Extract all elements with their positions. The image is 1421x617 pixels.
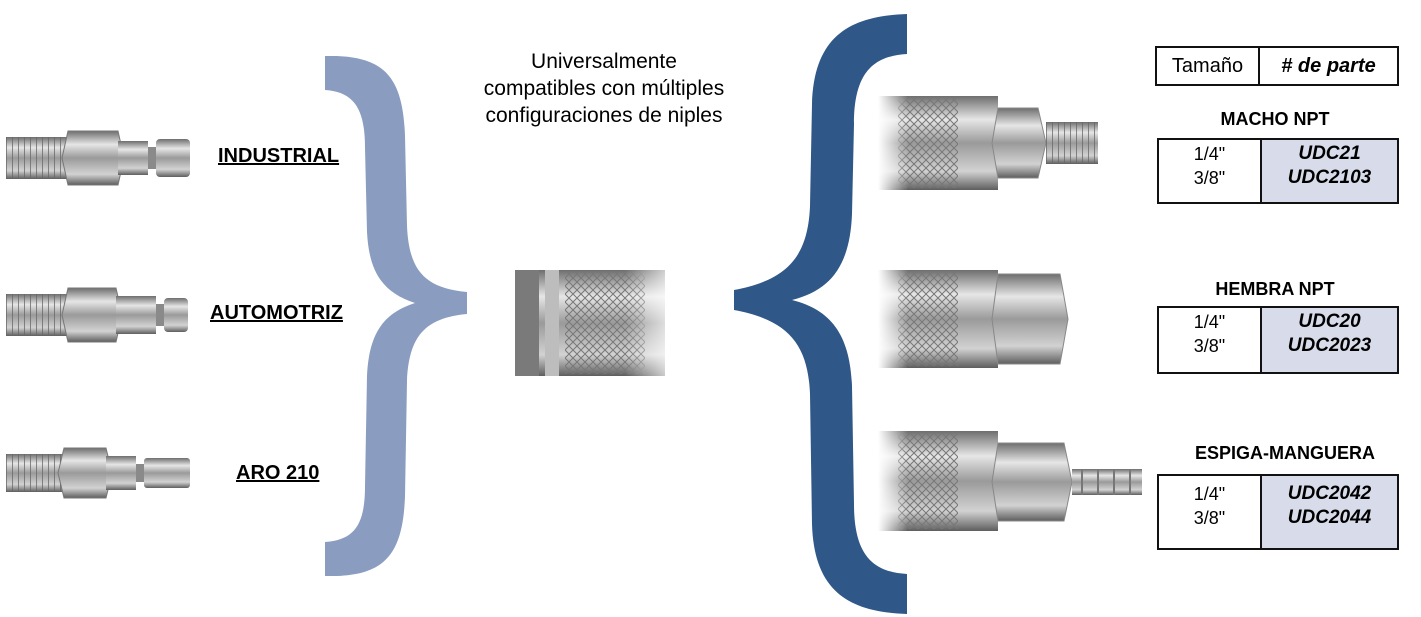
compatibility-line-1: Universalmente <box>531 50 677 73</box>
part-number: UDC2044 <box>1287 507 1372 528</box>
automotive-plug-image <box>0 282 200 348</box>
group-table-macho-npt: 1/4" 3/8" UDC21 UDC2103 <box>1157 138 1399 204</box>
group-table-hembra-npt: 1/4" 3/8" UDC20 UDC2023 <box>1157 306 1399 374</box>
size-cell: 1/4" 3/8" <box>1159 308 1262 372</box>
part-column-header: # de parte <box>1281 54 1376 77</box>
part-number-cell: UDC21 UDC2103 <box>1262 140 1397 202</box>
size-value: 3/8" <box>1193 508 1226 528</box>
hose-barb-coupler-image <box>878 425 1148 540</box>
left-brace <box>325 56 475 576</box>
size-value: 1/4" <box>1193 144 1226 164</box>
plug-label-automotriz: AUTOMOTRIZ <box>210 302 343 324</box>
group-table-espiga-manguera: 1/4" 3/8" UDC2042 UDC2044 <box>1157 474 1399 550</box>
table-header: Tamaño # de parte <box>1155 46 1399 86</box>
female-npt-coupler-image <box>878 262 1078 377</box>
size-value: 3/8" <box>1193 336 1226 356</box>
group-title-espiga-manguera: ESPIGA-MANGUERA <box>1194 443 1375 463</box>
part-number: UDC2023 <box>1287 335 1372 356</box>
compatibility-line-2: compatibles con múltiples <box>483 77 725 100</box>
plug-label-aro210: ARO 210 <box>236 462 320 484</box>
part-number: UDC20 <box>1298 311 1361 332</box>
size-value: 1/4" <box>1193 312 1226 332</box>
aro210-plug-image <box>0 440 200 506</box>
group-title-hembra-npt: HEMBRA NPT <box>1215 279 1335 299</box>
size-value: 1/4" <box>1193 484 1226 504</box>
group-title-macho-npt: MACHO NPT <box>1220 109 1330 129</box>
size-value: 3/8" <box>1193 168 1226 188</box>
coupler-image <box>505 258 685 388</box>
plug-label-industrial: INDUSTRIAL <box>218 145 340 167</box>
compatibility-line-3: configuraciones de niples <box>485 104 723 127</box>
size-column-header: Tamaño <box>1157 48 1260 84</box>
compatibility-note: Universalmente compatibles con múltiples… <box>444 48 764 129</box>
size-cell: 1/4" 3/8" <box>1159 476 1262 548</box>
part-number-cell: UDC2042 UDC2044 <box>1262 476 1397 548</box>
male-npt-coupler-image <box>878 88 1108 198</box>
part-number: UDC21 <box>1298 143 1361 164</box>
part-number-cell: UDC20 UDC2023 <box>1262 308 1397 372</box>
part-number: UDC2103 <box>1287 167 1372 188</box>
size-cell: 1/4" 3/8" <box>1159 140 1262 202</box>
right-brace <box>732 14 912 614</box>
part-number: UDC2042 <box>1287 483 1372 504</box>
industrial-plug-image <box>0 125 200 191</box>
